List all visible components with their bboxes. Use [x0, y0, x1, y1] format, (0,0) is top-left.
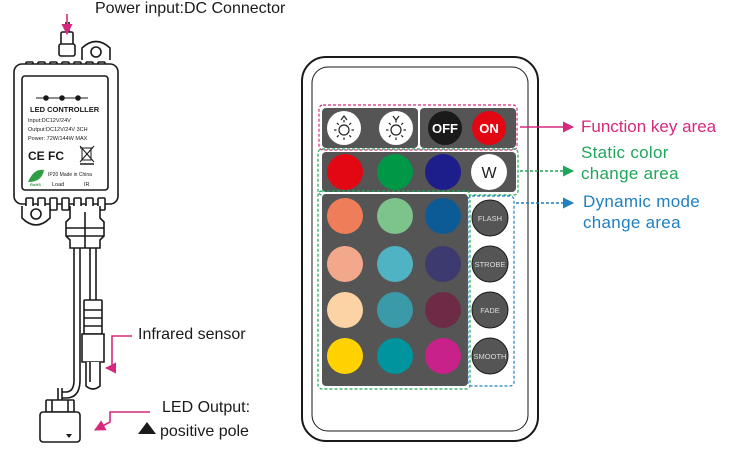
power-input-label: Power input:DC Connector [95, 0, 286, 17]
smooth-button[interactable]: SMOOTH [471, 337, 509, 375]
fade-button[interactable]: FADE [471, 291, 509, 329]
static-color-label-line1: Static color [581, 143, 669, 162]
brightness-down-button[interactable] [379, 111, 413, 145]
ce-mark: CE [28, 149, 45, 163]
flash-label: FLASH [478, 214, 502, 223]
brightness-up-button[interactable] [327, 111, 361, 145]
led-controller [13, 22, 119, 443]
static-color-label-line2: change area [581, 164, 679, 183]
dynamic-mode-label-line1: Dynamic mode [583, 192, 700, 211]
ir-cable [81, 248, 105, 390]
color-key[interactable] [377, 198, 413, 234]
color-key[interactable] [425, 246, 461, 282]
color-key[interactable] [425, 198, 461, 234]
strobe-button[interactable]: STROBE [471, 245, 509, 283]
color-key[interactable] [327, 292, 363, 328]
color-key[interactable] [425, 292, 461, 328]
controller-input: Input:DC12V/24V [28, 118, 71, 124]
rohs-leaf-icon: RoHS [28, 169, 44, 187]
color-key[interactable] [327, 198, 363, 234]
function-keys: OFF ON [327, 111, 506, 145]
controller-load-label: Load [52, 182, 64, 188]
sun-down-icon [386, 115, 406, 140]
smooth-label: SMOOTH [474, 352, 507, 361]
sun-up-icon [334, 115, 354, 140]
color-key[interactable] [377, 154, 413, 190]
static-color-area-outline [317, 148, 519, 196]
strobe-label: STROBE [475, 260, 506, 269]
load-cable [57, 248, 81, 402]
controller-ir-label: IR [84, 182, 90, 188]
dynamic-mode-keys: FLASH STROBE FADE SMOOTH [471, 199, 509, 375]
positive-pole-label: positive pole [160, 423, 249, 440]
led-output-arrow [94, 411, 150, 431]
controller-output: Output:DC12V/24V 3CH [28, 127, 88, 133]
on-label: ON [479, 121, 499, 136]
function-key-area-outline [318, 104, 518, 151]
controller-made-in: IP20 Made in China [48, 172, 92, 178]
fade-label: FADE [480, 306, 500, 315]
controller-title: LED CONTROLLER [30, 105, 100, 114]
color-key[interactable] [377, 246, 413, 282]
color-key[interactable] [377, 338, 413, 374]
infrared-sensor-label: Infrared sensor [138, 326, 246, 343]
white-key-label: W [481, 165, 497, 182]
dynamic-mode-label-line2: change area [583, 213, 681, 232]
dynamic-mode-area-outline [467, 195, 515, 387]
color-key[interactable] [327, 338, 363, 374]
static-color-area-bg [322, 152, 516, 192]
controller-label-text: LED CONTROLLER Input:DC12V/24V Output:DC… [28, 105, 100, 188]
off-button[interactable]: OFF [428, 111, 462, 145]
led-output-label: LED Output: [162, 399, 251, 416]
color-key[interactable] [425, 338, 461, 374]
led-output-connector [39, 399, 81, 443]
color-grid-outline [317, 190, 471, 390]
controller-label-plate [21, 75, 109, 191]
off-label: OFF [432, 121, 458, 136]
color-key[interactable] [327, 154, 363, 190]
cable-sleeves [65, 206, 105, 249]
color-key[interactable] [327, 246, 363, 282]
infrared-sensor-arrow [104, 335, 132, 374]
on-button[interactable]: ON [472, 111, 506, 145]
static-color-keys: W [327, 154, 507, 374]
color-grid-bg [322, 194, 468, 386]
white-key[interactable]: W [471, 154, 507, 190]
rohs-mark: RoHS [30, 182, 41, 187]
fc-mark: FC [48, 149, 64, 163]
function-key-area-label: Function key area [581, 117, 717, 136]
color-key[interactable] [377, 292, 413, 328]
controller-power: Power: 72W/144W MAX [28, 136, 88, 142]
positive-pole-triangle-icon [138, 422, 156, 434]
recycle-bin-icon [79, 145, 95, 165]
color-key[interactable] [425, 154, 461, 190]
flash-button[interactable]: FLASH [471, 199, 509, 237]
